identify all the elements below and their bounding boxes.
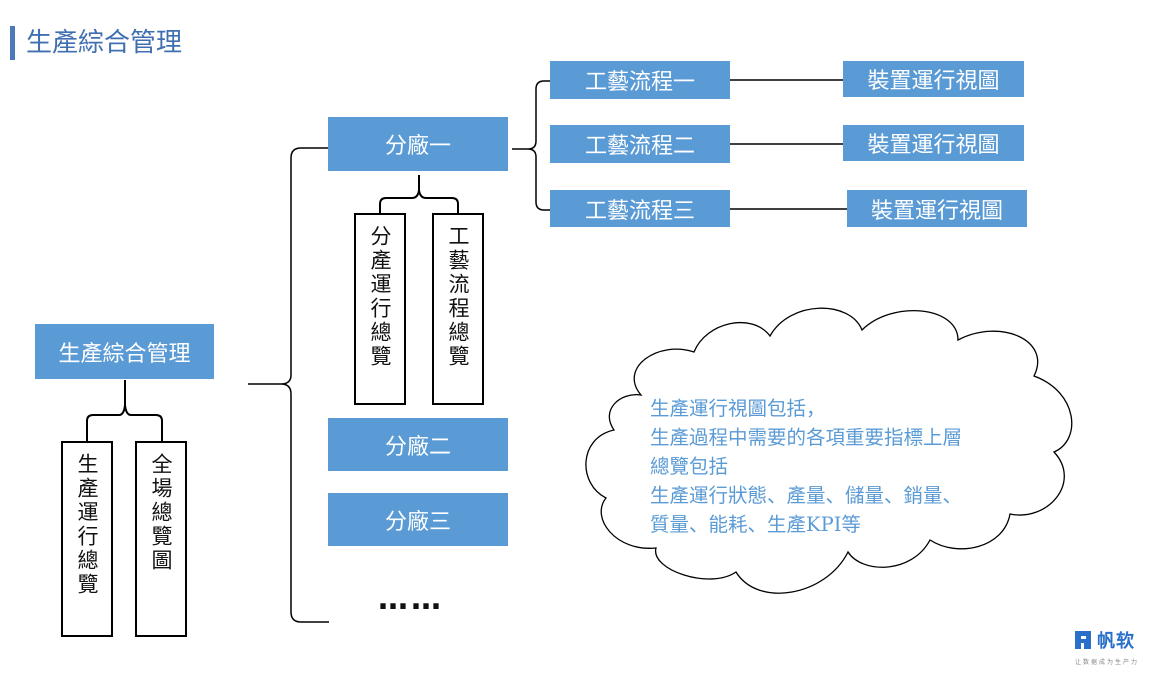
device-view-node-3: 裝置運行視圖 [847, 190, 1027, 227]
note-line: 質量、能耗、生產KPI等 [650, 513, 861, 536]
factory-one-child-process: 工藝流程總覽 [432, 213, 484, 405]
factory-node-1: 分廠一 [328, 117, 508, 171]
factory-one-child-label: 分產運行總覽 [368, 225, 392, 369]
factory-node-2: 分廠二 [328, 418, 508, 471]
root-child-label: 全場總覽圖 [149, 453, 173, 573]
page-title: 生產綜合管理 [26, 28, 183, 58]
root-child-operation-overview: 生產運行總覽 [61, 441, 113, 637]
factory-one-child-label: 工藝流程總覽 [446, 225, 470, 369]
factory-node-3: 分廠三 [328, 493, 508, 546]
process-node-2: 工藝流程二 [550, 125, 730, 163]
process-node-3: 工藝流程三 [550, 190, 730, 227]
note-line: 生產過程中需要的各項重要指標上層 [650, 426, 963, 449]
root-children-bracket [86, 380, 163, 441]
title-accent-bar [10, 26, 15, 60]
root-child-label: 生產運行總覽 [75, 453, 99, 597]
note-cloud [585, 307, 1073, 594]
factories-brace [248, 147, 329, 623]
more-ellipsis: …… [378, 582, 444, 617]
logo-name: 帆软 [1097, 631, 1135, 652]
factory-one-child-operation: 分產運行總覽 [354, 213, 406, 405]
device-view-node-2: 裝置運行視圖 [843, 125, 1024, 161]
logo-tagline: 让数据成为生产力 [1075, 659, 1140, 666]
root-child-plant-overview: 全場總覽圖 [135, 441, 187, 637]
processes-brace [512, 80, 550, 211]
note-text: 生產運行視圖包括， 生產過程中需要的各項重要指標上層 總覽包括 生產運行狀態、產… [650, 394, 1050, 539]
device-view-node-1: 裝置運行視圖 [843, 61, 1024, 97]
note-line: 生產運行狀態、產量、儲量、銷量、 [650, 484, 963, 507]
process-node-1: 工藝流程一 [550, 61, 730, 99]
note-line: 生產運行視圖包括， [650, 397, 826, 420]
root-node: 生產綜合管理 [35, 324, 214, 379]
note-line: 總覽包括 [650, 455, 729, 478]
fanruan-logo-icon [1075, 631, 1091, 649]
factory-one-children-bracket [379, 175, 459, 213]
